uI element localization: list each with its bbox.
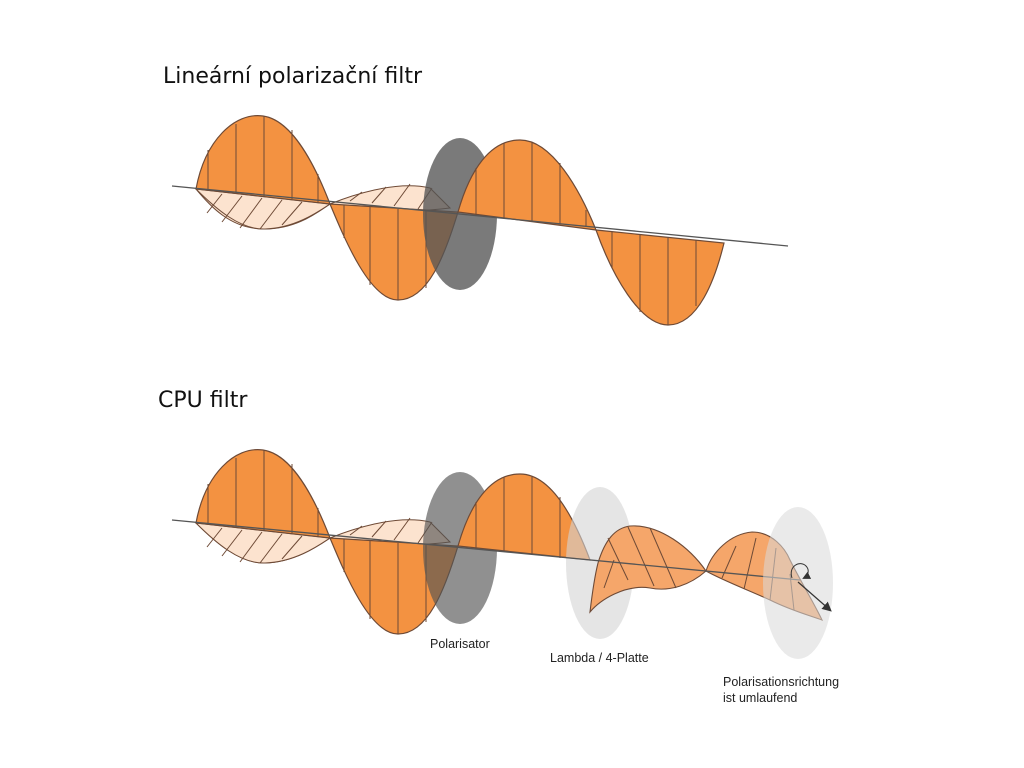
linear-filter-diagram (171, 115, 789, 326)
lambda-plate-label: Lambda / 4-Platte (550, 651, 649, 665)
output-plane (763, 507, 833, 659)
cpu-filter-diagram (171, 449, 833, 659)
rotation-arrow-icon (790, 563, 812, 579)
direction-label-line1: Polarisationsrichtung (723, 675, 840, 689)
cpu-vertical-wave-crest-1 (195, 449, 331, 539)
cpu-filter-title: CPU filtr (158, 388, 248, 413)
horizontal-wave-lower-lobe (194, 188, 332, 230)
linear-filter-title: Lineární polarizační filtr (163, 64, 423, 89)
circular-wave-ribbon-1 (589, 525, 707, 614)
polarization-vector-arrow (797, 581, 832, 612)
propagation-axis-bottom (171, 519, 801, 581)
vertical-wave-crest-1 (195, 115, 331, 205)
horizontal-wave-hatching (206, 183, 433, 230)
vertical-wave-trough-2 (595, 229, 725, 326)
direction-label-line2: ist umlaufend (723, 691, 798, 705)
vertical-wave-crest-2 (457, 139, 597, 231)
polarizer-label: Polarisator (430, 637, 490, 651)
propagation-axis-top (171, 185, 789, 247)
